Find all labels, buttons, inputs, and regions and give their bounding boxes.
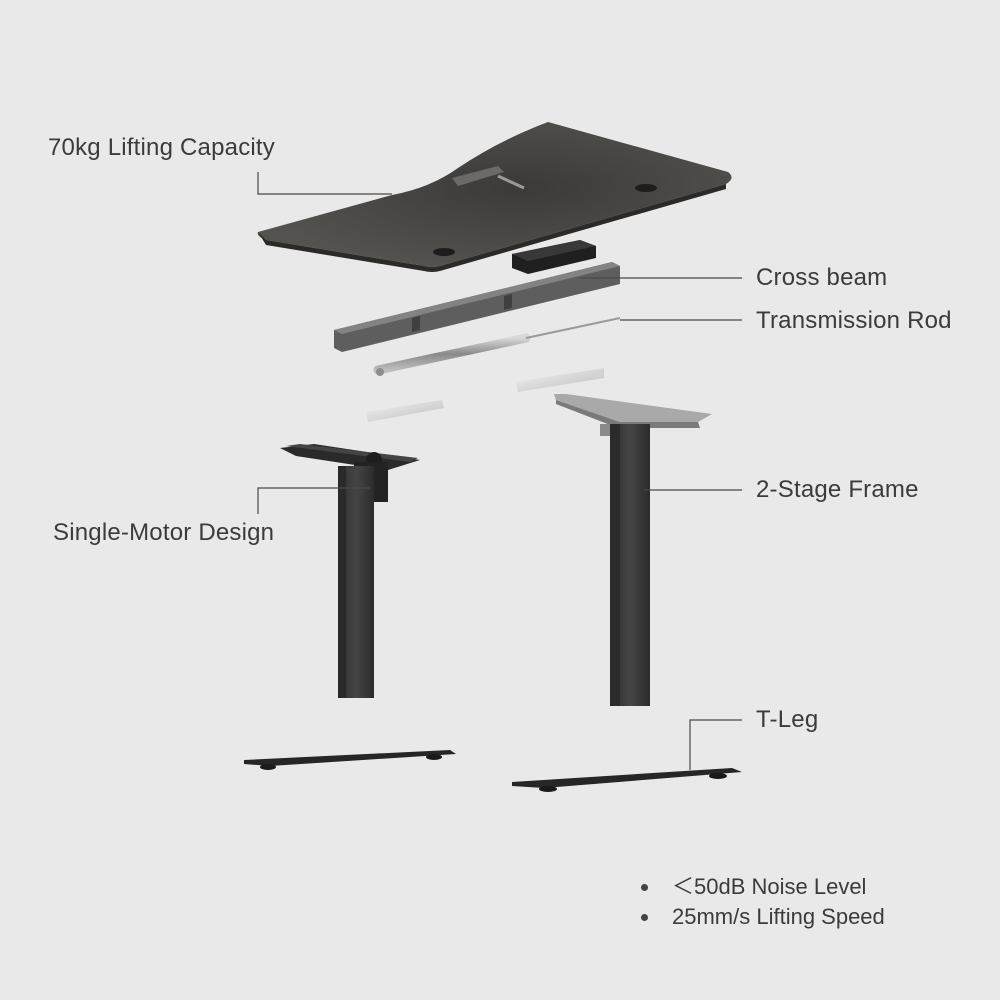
right-lifting-column [554, 394, 712, 706]
desktop-part [257, 122, 732, 272]
label-lifting-capacity: 70kg Lifting Capacity [48, 134, 275, 161]
label-single-motor-design: Single-Motor Design [53, 519, 275, 546]
bullet-icon [641, 884, 648, 891]
label-2-stage-frame: 2-Stage Frame [756, 476, 919, 503]
cross-beam-part [334, 262, 620, 352]
label-cross-beam: Cross beam [756, 264, 888, 291]
transmission-rod-part [373, 317, 621, 376]
leader-lines [257, 172, 742, 770]
bullet-icon [641, 914, 648, 921]
t-leg-feet [244, 750, 742, 792]
label-t-leg: T-Leg [756, 706, 819, 733]
feature-text: ＜50dB Noise Level [672, 874, 867, 899]
feature-text: 25mm/s Lifting Speed [672, 904, 885, 929]
label-transmission-rod: Transmission Rod [756, 307, 952, 334]
left-lifting-column [280, 444, 420, 698]
mounting-plates [366, 368, 604, 422]
leader-line-t-leg [689, 719, 742, 770]
feature-item-speed: 25mm/s Lifting Speed [636, 902, 885, 932]
controller-box [512, 240, 596, 274]
leader-line-single-motor [257, 487, 370, 514]
feature-list: ＜50dB Noise Level 25mm/s Lifting Speed [636, 872, 885, 932]
leader-line-lifting-capacity [257, 172, 392, 195]
feature-item-noise: ＜50dB Noise Level [636, 872, 885, 902]
